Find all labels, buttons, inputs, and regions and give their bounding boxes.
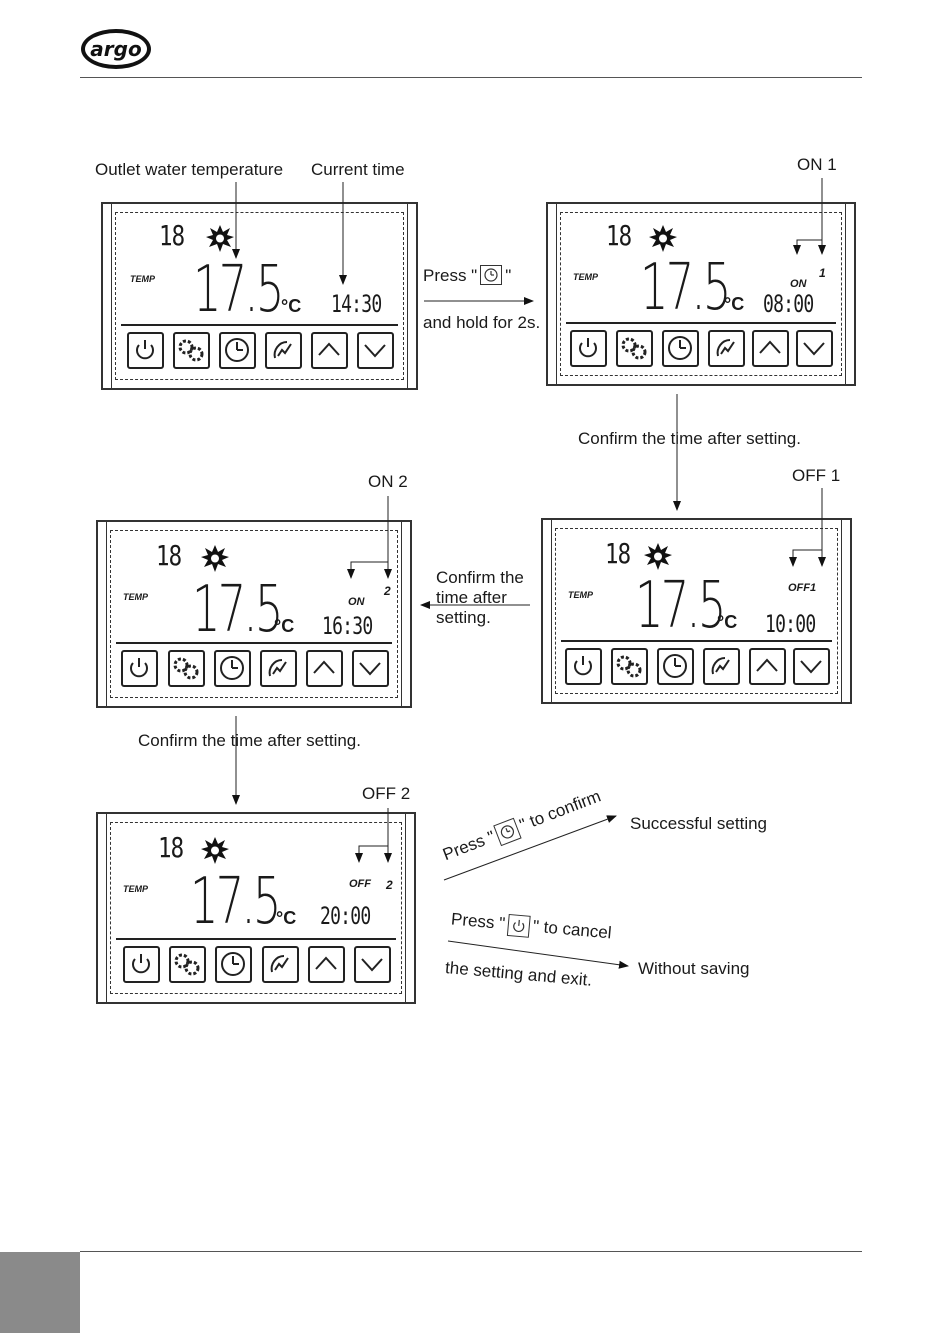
- down-button[interactable]: [352, 650, 389, 687]
- confirm-time-label-2: Confirm the time after setting.: [436, 568, 524, 627]
- current-time-display: 14:30: [331, 290, 382, 318]
- time-display: 20:00: [320, 902, 371, 930]
- clock-button[interactable]: [657, 648, 694, 685]
- gears-button[interactable]: [173, 332, 210, 369]
- gears-button[interactable]: [168, 650, 205, 687]
- temperature-value: 17.5: [190, 865, 281, 939]
- controller-panel-off1: 18 TEMP 17.5 °C OFF1 10:00: [541, 518, 852, 704]
- setting-and-exit-label: the setting and exit.: [444, 958, 593, 990]
- on1-label: ON 1: [797, 155, 837, 174]
- up-button[interactable]: [752, 330, 789, 367]
- on-tag: ON: [790, 278, 807, 290]
- wave-button[interactable]: [265, 332, 302, 369]
- index-tag: 2: [384, 584, 391, 598]
- power-button[interactable]: [570, 330, 607, 367]
- up-button[interactable]: [749, 648, 786, 685]
- time-display: 08:00: [763, 290, 814, 318]
- unit: °C: [281, 296, 302, 316]
- mode-code: 18: [156, 539, 182, 572]
- press-clock-label: Press "": [423, 264, 512, 285]
- on-tag: ON: [348, 596, 365, 608]
- temperature-value: 17.5: [635, 569, 726, 643]
- clock-button[interactable]: [662, 330, 699, 367]
- off1-tag: OFF1: [788, 582, 817, 594]
- wave-button[interactable]: [703, 648, 740, 685]
- power-icon: [507, 913, 531, 938]
- sun-icon: [201, 545, 229, 572]
- on2-label: ON 2: [368, 472, 408, 491]
- down-button[interactable]: [796, 330, 833, 367]
- temp-tag: TEMP: [123, 884, 149, 894]
- clock-icon: [493, 817, 522, 847]
- clock-button[interactable]: [219, 332, 256, 369]
- clock-button[interactable]: [215, 946, 252, 983]
- gears-button[interactable]: [616, 330, 653, 367]
- header-rule: [80, 77, 862, 78]
- down-button[interactable]: [354, 946, 391, 983]
- sun-icon: [206, 225, 234, 252]
- press-confirm-label: Press "" to confirm: [440, 786, 604, 865]
- sun-icon: [201, 837, 229, 864]
- time-display: 16:30: [322, 612, 373, 640]
- current-time-label: Current time: [311, 160, 405, 179]
- index-tag: 1: [819, 266, 826, 280]
- temp-tag: TEMP: [123, 592, 149, 602]
- off2-label: OFF 2: [362, 784, 411, 803]
- outlet-water-temperature-label: Outlet water temperature: [95, 160, 284, 179]
- temperature-value: 17.5: [193, 253, 284, 327]
- temp-tag: TEMP: [573, 272, 599, 282]
- controller-panel-on1: 18 TEMP 17.5 °C ON 1 08:00: [546, 202, 856, 386]
- sun-icon: [644, 543, 672, 570]
- svg-text:argo: argo: [90, 37, 142, 61]
- argo-logo: argo: [81, 29, 151, 69]
- power-button[interactable]: [565, 648, 602, 685]
- confirm-time-label-3: Confirm the time after setting.: [138, 731, 361, 750]
- temp-tag: TEMP: [568, 590, 594, 600]
- up-button[interactable]: [311, 332, 348, 369]
- wave-button[interactable]: [260, 650, 297, 687]
- up-button[interactable]: [308, 946, 345, 983]
- confirm-time-label-1: Confirm the time after setting.: [578, 429, 801, 448]
- mode-code: 18: [158, 831, 184, 864]
- hold-2s-label: and hold for 2s.: [423, 313, 541, 332]
- press-cancel-label: Press "" to cancel: [450, 909, 613, 943]
- controller-panel-on2: 18 TEMP 17.5 °C ON 2 16:30: [96, 520, 412, 708]
- footer-tab: [0, 1252, 80, 1333]
- mode-code: 18: [159, 219, 185, 252]
- footer-rule: [80, 1251, 862, 1252]
- up-button[interactable]: [306, 650, 343, 687]
- wave-button[interactable]: [708, 330, 745, 367]
- gears-button[interactable]: [611, 648, 648, 685]
- temperature-value: 17.5: [192, 573, 283, 647]
- down-button[interactable]: [357, 332, 394, 369]
- unit: °C: [276, 908, 297, 928]
- power-button[interactable]: [123, 946, 160, 983]
- index-tag: 2: [386, 878, 393, 892]
- off1-label: OFF 1: [792, 466, 841, 485]
- temperature-value: 17.5: [640, 251, 731, 325]
- clock-button[interactable]: [214, 650, 251, 687]
- power-button[interactable]: [121, 650, 158, 687]
- off-tag: OFF: [349, 878, 371, 890]
- controller-panel-current: 18 TEMP 17.5 °C 14:30: [101, 202, 418, 390]
- wave-button[interactable]: [262, 946, 299, 983]
- mode-code: 18: [605, 537, 631, 570]
- without-saving-label: Without saving: [638, 959, 750, 978]
- mode-code: 18: [606, 219, 632, 252]
- controller-panel-off2: 18 TEMP 17.5 °C OFF 2 20:00: [96, 812, 416, 1004]
- power-button[interactable]: [127, 332, 164, 369]
- clock-icon: [480, 264, 503, 285]
- unit: °C: [717, 612, 738, 632]
- gears-button[interactable]: [169, 946, 206, 983]
- sun-icon: [649, 225, 677, 252]
- down-button[interactable]: [793, 648, 830, 685]
- successful-setting-label: Successful setting: [630, 814, 768, 833]
- temp-tag: TEMP: [130, 274, 156, 284]
- time-display: 10:00: [765, 610, 816, 638]
- unit: °C: [724, 294, 745, 314]
- unit: °C: [274, 616, 295, 636]
